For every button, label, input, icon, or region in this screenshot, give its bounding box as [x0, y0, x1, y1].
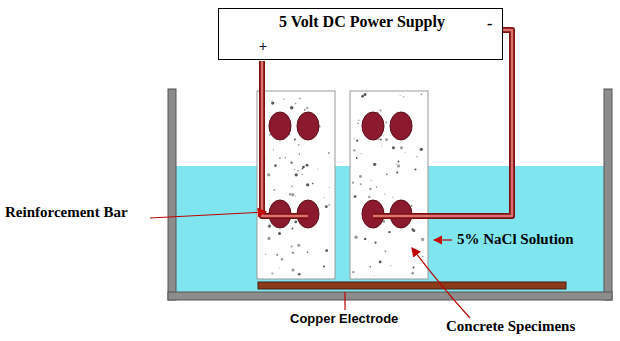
node-title: 5 Volt DC Power Supply: [279, 13, 445, 31]
part-label: Concrete Specimens: [446, 318, 575, 335]
part-label: Copper Electrode: [290, 311, 398, 326]
terminal-sign: -: [487, 15, 492, 33]
power-supply-box: 5 Volt DC Power Supply + -: [218, 8, 503, 60]
tank-wall: [168, 89, 176, 300]
part-label: 5% NaCl Solution: [456, 231, 575, 248]
copper-electrode: [258, 282, 566, 289]
concrete-specimen: [257, 91, 335, 279]
tank-wall: [604, 89, 612, 300]
reinforcement-bars: [269, 112, 412, 228]
concrete-specimen: [350, 91, 428, 279]
tank-bottom: [168, 292, 612, 300]
part-label: Reinforcement Bar: [5, 204, 128, 221]
leader-lines: [150, 212, 470, 318]
terminal-sign: +: [259, 39, 267, 55]
concrete-texture: [261, 93, 425, 276]
